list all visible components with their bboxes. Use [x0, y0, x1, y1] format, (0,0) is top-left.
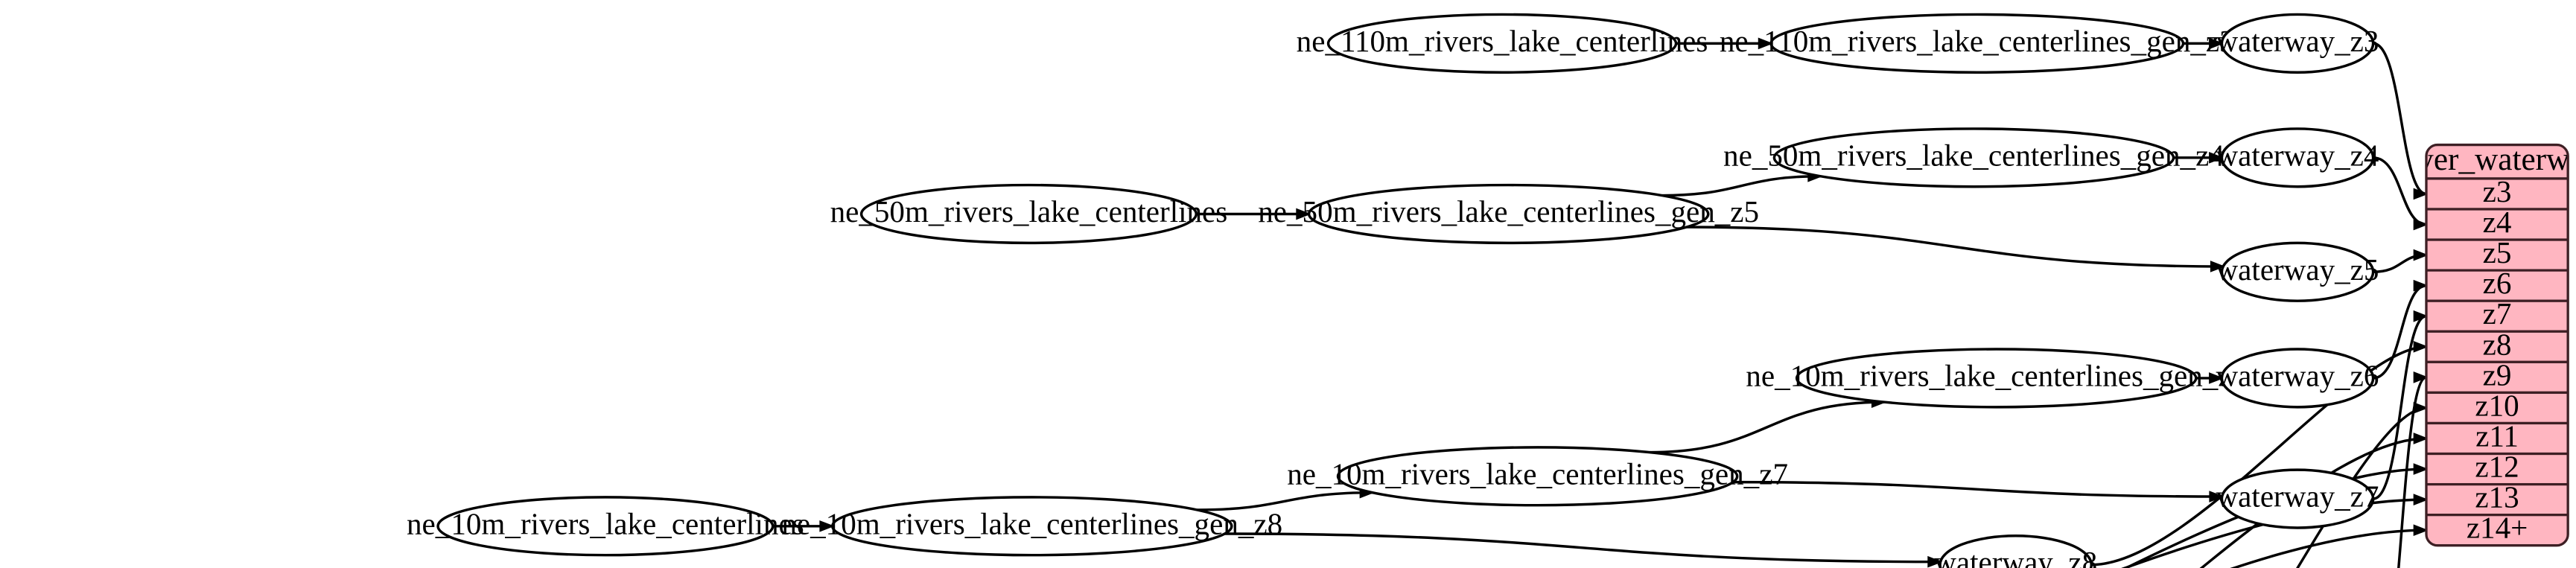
node-ellipse[interactable]: [2220, 13, 2375, 74]
arrowhead-icon: [2413, 310, 2429, 322]
arrowhead-icon: [2210, 261, 2226, 272]
edge-waterway_z8-to-layer_waterway: [2091, 345, 2426, 567]
arrowhead-icon: [2413, 402, 2429, 414]
node-ellipse[interactable]: [2220, 241, 2375, 302]
arrowhead-icon: [2209, 151, 2224, 164]
edges-layer: [772, 37, 2429, 568]
arrowhead-icon: [819, 520, 835, 532]
graph-node-ne_10m_rivers_lake_centerlines_gen_z8[interactable]: ne_10m_rivers_lake_centerlines_gen_z8: [781, 496, 1282, 557]
record-node-layer: layer_waterwayz3z4z5z6z7z8z9z10z11z12z13…: [2394, 141, 2576, 547]
node-ellipse[interactable]: [2220, 127, 2375, 188]
node-ellipse[interactable]: [2220, 348, 2375, 409]
edge-ne_50m_rivers_lake_centerlines_gen_z5-to-waterway_z5: [1686, 226, 2224, 268]
edge-waterway_z11-to-layer_waterway: [2199, 437, 2426, 568]
edge-ne_10m_rivers_lake_centerlines_gen_z8-to-waterway_z8: [1224, 532, 1941, 564]
graph-node-waterway_z7[interactable]: waterway_z7: [2216, 468, 2379, 529]
node-ellipse[interactable]: [1769, 13, 2185, 74]
graph-node-ne_110m_rivers_lake_centerlines_gen_z3[interactable]: ne_110m_rivers_lake_centerlines_gen_z3: [1720, 13, 2235, 74]
arrowhead-icon: [1927, 555, 1943, 568]
node-ellipse[interactable]: [1795, 348, 2198, 409]
arrowhead-icon: [2413, 494, 2429, 505]
arrowhead-icon: [2413, 188, 2429, 200]
record-node-layer-waterway[interactable]: layer_waterwayz3z4z5z6z7z8z9z10z11z12z13…: [2394, 141, 2576, 547]
graph-node-ne_50m_rivers_lake_centerlines[interactable]: ne_50m_rivers_lake_centerlines: [830, 183, 1228, 245]
arrowhead-icon: [2413, 279, 2429, 292]
node-ellipse[interactable]: [1939, 535, 2093, 568]
arrowhead-icon: [2209, 37, 2224, 50]
edge-waterway_z7-to-layer_waterway: [2373, 315, 2427, 500]
edge-waterway_z3-to-layer_waterway: [2373, 42, 2427, 196]
arrowhead-icon: [2413, 463, 2429, 475]
graph-node-waterway_z3[interactable]: waterway_z3: [2216, 13, 2379, 74]
node-ellipse[interactable]: [1336, 446, 1739, 507]
graph-node-waterway_z8[interactable]: waterway_z8: [1934, 535, 2097, 568]
arrowhead-icon: [2413, 524, 2429, 537]
edge-ne_50m_rivers_lake_centerlines_gen_z5-to-ne_50m_rivers_lake_centerlines_gen_z4: [1661, 175, 1821, 197]
node-ellipse[interactable]: [859, 183, 1198, 245]
graph-node-waterway_z4[interactable]: waterway_z4: [2216, 127, 2379, 188]
arrowhead-icon: [2413, 433, 2429, 444]
node-ellipse[interactable]: [2220, 468, 2375, 529]
arrowhead-icon: [2209, 491, 2224, 502]
arrowhead-icon: [2413, 249, 2429, 261]
edge-waterway_z13-to-layer_waterway: [2121, 498, 2426, 568]
edge-waterway_z9-to-layer_waterway: [2397, 376, 2427, 568]
arrowhead-icon: [2209, 372, 2224, 384]
arrowhead-icon: [1758, 37, 1774, 50]
edge-ne_10m_rivers_lake_centerlines_gen_z7-to-waterway_z7: [1733, 480, 2222, 498]
node-ellipse[interactable]: [436, 496, 775, 557]
node-ellipse[interactable]: [830, 496, 1233, 557]
edge-waterway_z10-to-layer_waterway: [2296, 406, 2426, 568]
edge-ne_10m_rivers_lake_centerlines_gen_z8-to-ne_10m_rivers_lake_centerlines_gen_z7: [1197, 491, 1373, 511]
graph-node-waterway_z6[interactable]: waterway_z6: [2216, 348, 2379, 409]
nodes-layer: imposm3osm_waterway_linestringosm_import…: [407, 13, 2379, 568]
arrowhead-icon: [2413, 340, 2429, 353]
graph-node-ne_110m_rivers_lake_centerlines[interactable]: ne_110m_rivers_lake_centerlines: [1297, 13, 1708, 74]
edge-ne_10m_rivers_lake_centerlines_gen_z7-to-ne_10m_rivers_lake_centerlines_gen_z6: [1650, 401, 1885, 454]
node-ellipse[interactable]: [1326, 13, 1678, 74]
node-ellipse[interactable]: [1772, 127, 2175, 188]
graph-node-ne_10m_rivers_lake_centerlines[interactable]: ne_10m_rivers_lake_centerlines: [407, 496, 804, 557]
arrowhead-icon: [1296, 208, 1311, 220]
graph-node-ne_10m_rivers_lake_centerlines_gen_z6[interactable]: ne_10m_rivers_lake_centerlines_gen_z6: [1746, 348, 2247, 409]
arrowhead-icon: [2413, 371, 2429, 383]
arrowhead-icon: [2413, 218, 2429, 231]
graph-node-waterway_z5[interactable]: waterway_z5: [2216, 241, 2379, 302]
node-ellipse[interactable]: [1307, 183, 1710, 245]
